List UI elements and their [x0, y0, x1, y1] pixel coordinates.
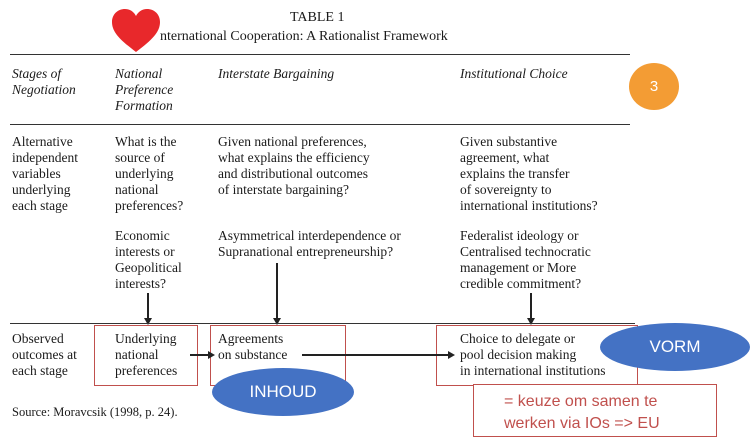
bargaining-outcome: Agreements on substance: [218, 331, 288, 362]
arrow-bargaining-line: [276, 263, 278, 319]
table-title: nternational Cooperation: A Rationalist …: [160, 29, 448, 44]
preference-question: What is the source of underlying nationa…: [115, 134, 184, 213]
preference-answer: Economic interests or Geopolitical inter…: [115, 228, 182, 291]
header-bargaining: Interstate Bargaining: [218, 66, 335, 81]
outcomes-label: Observed outcomes at each stage: [12, 331, 77, 378]
dutch-note: = keuze om samen te werken via IOs => EU: [473, 384, 717, 437]
choice-outcome: Choice to delegate or pool decision maki…: [460, 331, 606, 378]
table-number: TABLE 1: [290, 10, 345, 25]
arrow-choice-head: [527, 318, 535, 325]
arrow-bargaining-head: [273, 318, 281, 325]
independent-label: Alternative independent variables underl…: [12, 134, 78, 213]
inhoud-label: INHOUD: [212, 368, 354, 416]
header-choice: Institutional Choice: [460, 66, 568, 81]
bargaining-question: Given national preferences, what explain…: [218, 134, 370, 197]
table-source: Source: Moravcsik (1998, p. 24).: [12, 405, 178, 419]
preference-outcome-box: [94, 325, 198, 386]
choice-answer: Federalist ideology or Centralised techn…: [460, 228, 591, 291]
top-rule: [10, 54, 630, 55]
header-rule: [10, 124, 630, 125]
arrow-choice-line: [530, 293, 532, 319]
choice-question: Given substantive agreement, what explai…: [460, 134, 598, 213]
bargaining-answer: Asymmetrical interdependence or Supranat…: [218, 228, 401, 259]
heart-icon: [110, 8, 162, 54]
preference-outcome: Underlying national preferences: [115, 331, 178, 378]
arrow-pref-to-barg-line: [190, 354, 210, 356]
arrow-preference-head: [144, 318, 152, 325]
header-preference: National Preference Formation: [115, 66, 174, 113]
arrow-barg-to-choice-line: [302, 354, 449, 356]
arrow-barg-to-choice-head: [448, 351, 455, 359]
arrow-preference-line: [147, 293, 149, 319]
slide-number-badge: 3: [629, 63, 679, 110]
header-stages: Stages of Negotiation: [12, 66, 76, 97]
vorm-label: VORM: [600, 323, 750, 371]
arrow-pref-to-barg-head: [208, 351, 215, 359]
outcomes-rule: [10, 323, 635, 324]
